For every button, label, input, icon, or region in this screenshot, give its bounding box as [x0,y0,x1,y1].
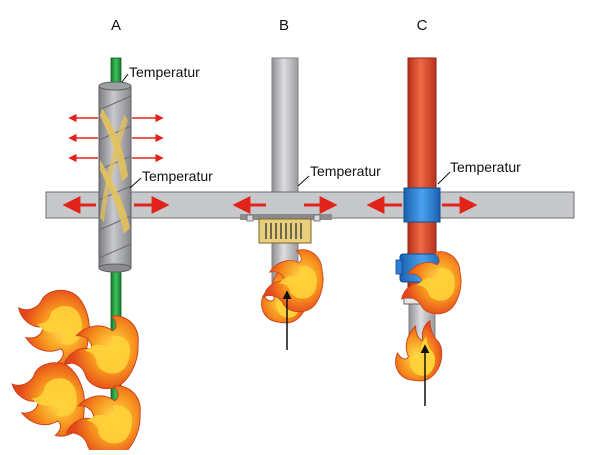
leader-temp-c [437,171,451,185]
temperature-label-b: Temperatur [310,163,381,179]
heat-arrows-a [68,113,164,163]
flames-a [8,285,152,455]
leader-temp-b [297,175,310,187]
leader-temp-a-top [121,73,129,83]
label-column-a: A [111,17,121,34]
temperature-label-a-mid: Temperatur [142,168,213,184]
label-column-b: B [279,17,289,34]
temperature-label-a-top: Temperatur [129,64,200,80]
pipe-b [271,57,299,287]
leader-temp-a-mid [129,177,142,189]
temperature-label-c: Temperatur [450,159,521,175]
collar-b [240,214,332,244]
sleeve-a [98,81,132,273]
label-column-c: C [417,17,428,34]
